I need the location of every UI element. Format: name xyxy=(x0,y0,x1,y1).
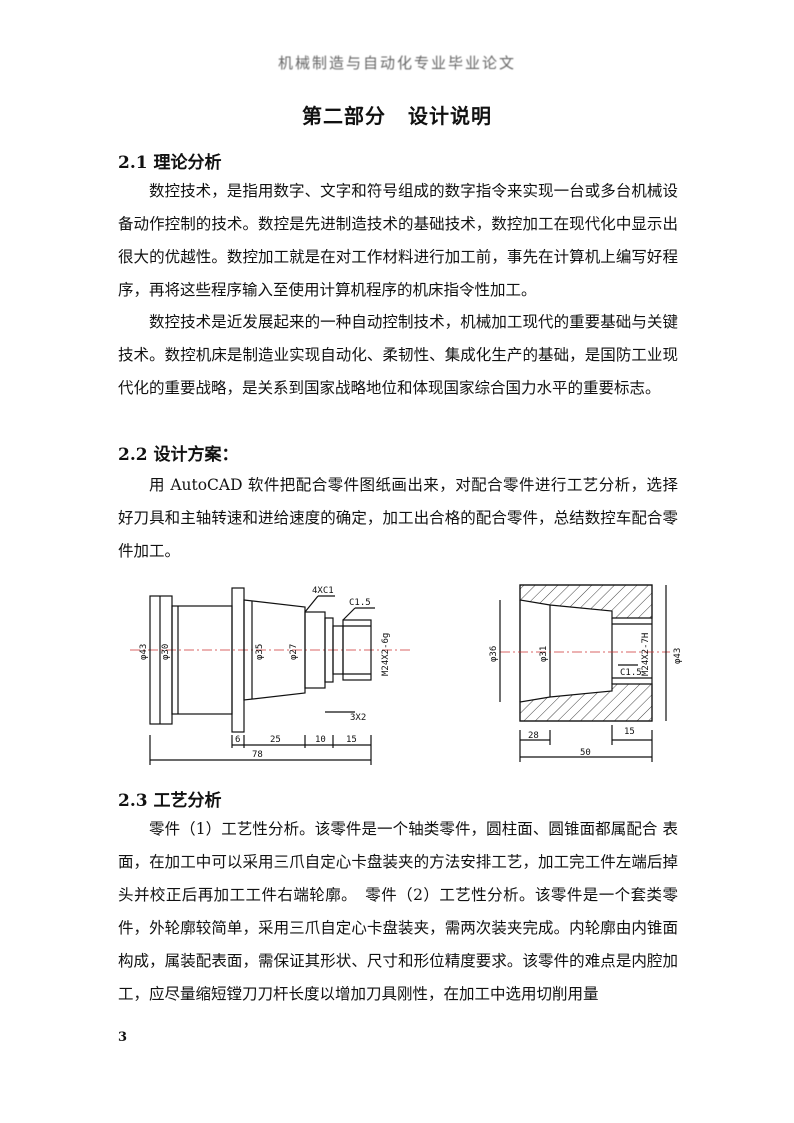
dim-thread-m24: M24X2-6g xyxy=(381,633,391,676)
dim-length-28: 28 xyxy=(528,731,539,741)
dim-diameter-43-right: φ43 xyxy=(673,648,683,664)
shaft-drawing xyxy=(130,587,410,765)
dim-groove-3x2: 3X2 xyxy=(350,713,366,723)
page-number: 3 xyxy=(118,1030,128,1045)
dim-chamfer-4xc1: 4XC1 xyxy=(312,586,334,596)
page-title: 第二部分设计说明 xyxy=(0,100,794,129)
dim-length-15-right: 15 xyxy=(624,727,635,737)
title-name: 设计说明 xyxy=(408,104,492,128)
dim-diameter-35: φ35 xyxy=(255,644,265,660)
dim-diameter-30: φ30 xyxy=(161,644,171,660)
dim-total-78: 78 xyxy=(252,750,263,760)
dim-total-50: 50 xyxy=(580,748,591,758)
dim-diameter-27: φ27 xyxy=(289,644,299,660)
section-heading-2-3: 2.3 工艺分析 xyxy=(118,791,222,811)
paragraph-2-1-b: 数控技术是近发展起来的一种自动控制技术，机械加工现代的重要基础与关键技术。数控机… xyxy=(118,313,678,397)
paragraph-2-3: 零件（1）工艺性分析。该零件是一个轴类零件，圆柱面、圆锥面都属配合 表面，在加工… xyxy=(118,820,678,1003)
dim-diameter-43: φ43 xyxy=(139,644,149,660)
title-part: 第二部分 xyxy=(302,104,386,128)
dim-diameter-36: φ36 xyxy=(489,646,499,662)
dim-chamfer-c1-5: C1.5 xyxy=(349,598,371,608)
dim-length-25: 25 xyxy=(270,735,281,745)
dim-length-15: 15 xyxy=(346,735,357,745)
dim-length-10: 10 xyxy=(315,735,326,745)
engineering-drawings: φ43 φ30 φ35 φ27 M24X2-6g 4XC1 C1.5 3X2 6… xyxy=(130,584,683,765)
sleeve-drawing xyxy=(499,584,670,762)
paragraph-2-2: 用 AutoCAD 软件把配合零件图纸画出来，对配合零件进行工艺分析，选择好刀具… xyxy=(118,476,678,560)
dim-diameter-31: φ31 xyxy=(539,646,549,662)
dim-thread-m24-7h: M24X2-7H xyxy=(641,633,651,676)
dim-chamfer-c1-5-right: C1.5 xyxy=(620,668,642,678)
paragraph-2-1-a: 数控技术，是指用数字、文字和符号组成的数字指令来实现一台或多台机械设备动作控制的… xyxy=(118,182,678,299)
section-heading-2-2: 2.2 设计方案： xyxy=(118,445,239,465)
dim-length-6: 6 xyxy=(235,735,240,745)
section-heading-2-1: 2.1 理论分析 xyxy=(118,153,222,173)
page-header: 机械制造与自动化专业毕业论文 xyxy=(277,54,516,72)
